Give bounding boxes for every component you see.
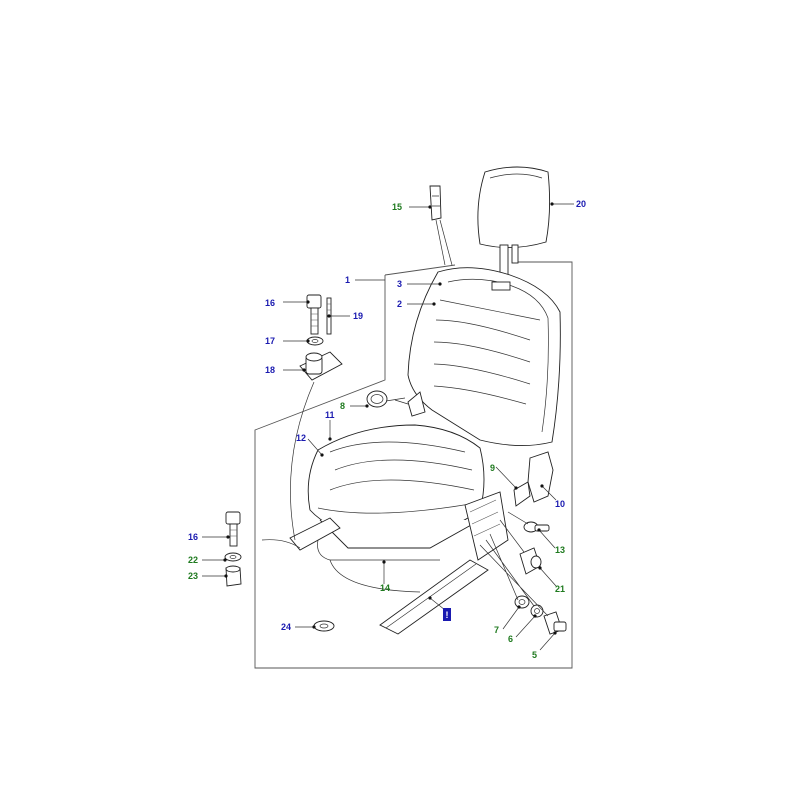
seat-frame-runners	[261, 491, 509, 635]
guide-lines	[290, 219, 549, 617]
assembly-frame-top	[384, 264, 456, 276]
nut-insert	[225, 565, 242, 587]
bolt-lower	[225, 511, 241, 547]
leader-lines	[202, 202, 574, 651]
callout-18: 18	[265, 365, 275, 375]
recliner-lever	[513, 451, 554, 507]
marker-badge-text: !	[446, 610, 449, 620]
assembly-frame	[254, 261, 573, 669]
callout-20: 20	[576, 199, 586, 209]
headrest	[477, 166, 551, 276]
headrest-guide	[429, 185, 442, 221]
bolt-5	[543, 611, 567, 635]
callout-22: 22	[188, 555, 198, 565]
bush-7	[514, 595, 530, 609]
clip-ring	[366, 390, 388, 408]
callout-5: 5	[532, 650, 537, 660]
callout-8: 8	[340, 401, 345, 411]
callout-17: 17	[265, 336, 275, 346]
knob-21	[519, 547, 542, 575]
washer-lower	[224, 552, 242, 562]
callout-13: 13	[555, 545, 565, 555]
callout-10: 10	[555, 499, 565, 509]
seat-backrest	[407, 267, 561, 447]
callout-6: 6	[508, 634, 513, 644]
callout-9: 9	[490, 463, 495, 473]
callout-21: 21	[555, 584, 565, 594]
backrest-bracket	[407, 391, 426, 417]
callout-15: 15	[392, 202, 402, 212]
seat-cushion	[307, 424, 485, 549]
callout-16-lower: 16	[188, 532, 198, 542]
callout-19: 19	[353, 311, 363, 321]
callout-23: 23	[188, 571, 198, 581]
washer-6	[530, 604, 544, 618]
callout-16-top: 16	[265, 298, 275, 308]
callout-3: 3	[397, 279, 402, 289]
pin-13	[523, 521, 550, 533]
marker-badge: !	[443, 608, 451, 621]
mounting-block	[299, 351, 343, 381]
callout-11: 11	[325, 410, 335, 420]
callout-1: 1	[345, 275, 350, 285]
grommet	[313, 620, 335, 632]
callout-24: 24	[281, 622, 291, 632]
callout-7: 7	[494, 625, 499, 635]
callout-2: 2	[397, 299, 402, 309]
callout-14: 14	[380, 583, 390, 593]
callout-12: 12	[296, 433, 306, 443]
